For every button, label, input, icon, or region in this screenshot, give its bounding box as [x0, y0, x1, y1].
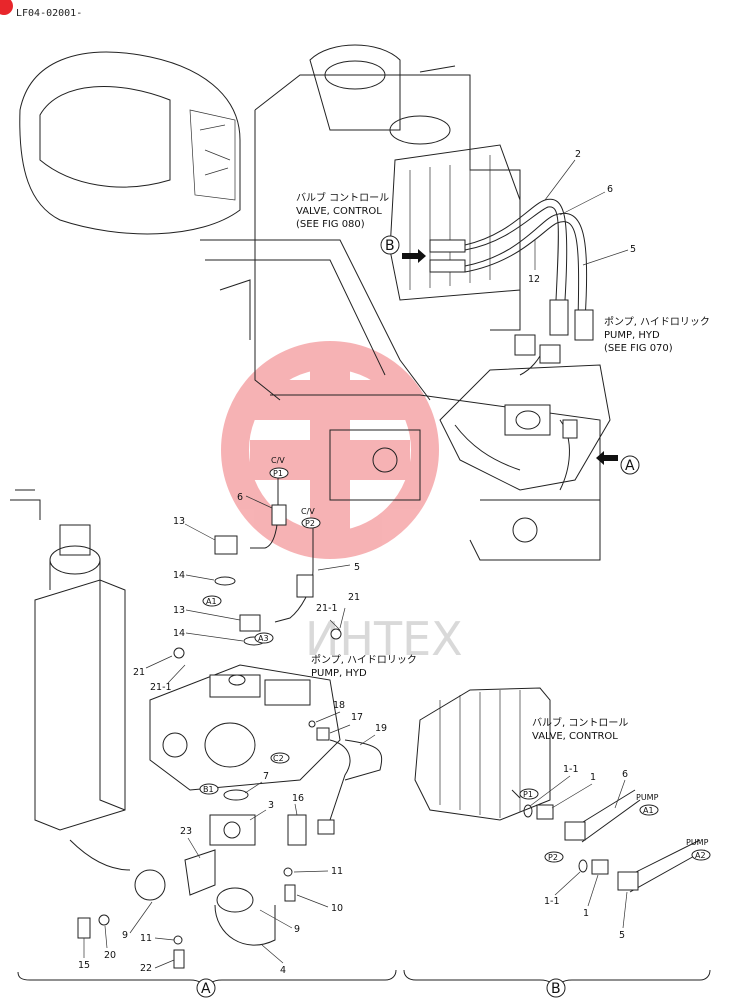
section-b-letter: B	[551, 981, 561, 997]
part-5-lower: 5	[619, 930, 625, 941]
machine-frame	[200, 44, 601, 561]
part-6-top: 6	[607, 184, 613, 195]
part-21-1-right: 21-1	[316, 603, 338, 614]
port-a1: A1	[206, 597, 217, 606]
valve-label-en-2: VALVE, CONTROL	[532, 731, 618, 742]
valve-see-fig: (SEE FIG 080)	[296, 219, 365, 230]
cab-outline	[19, 51, 241, 235]
part-22: 22	[140, 963, 152, 974]
port-a2b-tag	[691, 849, 711, 861]
pump-exploded	[149, 664, 341, 791]
port-p2-tag	[301, 517, 321, 529]
pump-label-jp: ポンプ, ハイドロリック	[604, 316, 710, 328]
control-valve-upper	[389, 144, 521, 301]
part-5-left: 5	[354, 562, 360, 573]
port-b1: B1	[203, 785, 214, 794]
part-4: 4	[280, 965, 286, 976]
pump-label-1: PUMP	[636, 793, 659, 802]
section-a-letter: A	[201, 981, 211, 997]
arrow-a-icon	[596, 451, 618, 465]
pump-label-en: PUMP, HYD	[604, 330, 660, 341]
valve-label-jp-2: バルブ, コントロール	[532, 716, 628, 729]
view-a-marker	[620, 455, 640, 475]
arrow-b-icon	[402, 249, 426, 263]
port-p1-tag	[269, 467, 289, 479]
view-b-marker	[380, 235, 400, 255]
part-21-left: 21	[133, 667, 145, 678]
part-18: 18	[333, 700, 345, 711]
corner-marker	[0, 0, 13, 15]
pump-label-2: PUMP	[686, 838, 709, 847]
part-15: 15	[78, 960, 90, 971]
part-21-1-left: 21-1	[150, 682, 172, 693]
section-b-marker	[546, 978, 566, 998]
pump-upper	[439, 364, 611, 491]
cv-label-2: C/V	[301, 507, 315, 516]
part-11-right: 11	[331, 866, 343, 877]
port-p2b-tag	[544, 851, 564, 863]
pump-label-en-2: PUMP, HYD	[311, 668, 367, 679]
port-c2-tag	[270, 752, 290, 764]
part-21-right: 21	[348, 592, 360, 603]
part-10: 10	[331, 903, 343, 914]
part-19: 19	[375, 723, 387, 734]
hydraulic-tank	[10, 489, 131, 871]
part-20: 20	[104, 950, 116, 961]
view-b-letter: B	[385, 238, 395, 254]
port-a3: A3	[258, 634, 269, 643]
part-14-upper: 14	[173, 570, 185, 581]
part-23: 23	[180, 826, 192, 837]
port-a2b: A2	[695, 851, 706, 860]
part-6-lower: 6	[622, 769, 628, 780]
port-p1: P1	[273, 469, 283, 478]
pump-label-jp-2: ポンプ, ハイドロリック	[311, 654, 417, 666]
part-6-left: 6	[237, 492, 243, 503]
part-17: 17	[351, 712, 363, 723]
port-p1b: P1	[523, 790, 533, 799]
view-a-letter: A	[625, 458, 635, 474]
port-p2: P2	[305, 519, 315, 528]
part-9-left: 9	[122, 930, 128, 941]
part-2-top: 2	[575, 149, 581, 160]
port-c2: C2	[273, 754, 284, 763]
port-b1-tag	[199, 783, 219, 795]
part-13-upper: 13	[173, 516, 185, 527]
port-p2b: P2	[548, 853, 558, 862]
part-14-lower: 14	[173, 628, 185, 639]
port-a1-tag	[202, 595, 222, 607]
valve-label-jp: バルブ コントロール	[296, 191, 389, 204]
exploded-fittings	[77, 470, 383, 969]
part-1-1-lower: 1-1	[544, 896, 560, 907]
cv-label-1: C/V	[271, 456, 285, 465]
port-p1b-tag	[519, 788, 539, 800]
doc-code: LF04-02001-	[16, 8, 82, 19]
pump-see-fig: (SEE FIG 070)	[604, 343, 673, 354]
part-13-lower: 13	[173, 605, 185, 616]
valve-label-en: VALVE, CONTROL	[296, 206, 382, 217]
hoses-upper	[464, 198, 594, 376]
part-11-left: 11	[140, 933, 152, 944]
part-5-top: 5	[630, 244, 636, 255]
part-1-1-upper: 1-1	[563, 764, 579, 775]
port-a1b: A1	[643, 806, 654, 815]
part-7: 7	[263, 771, 269, 782]
part-12: 12	[528, 274, 540, 285]
part-1-upper: 1	[590, 772, 596, 783]
part-3: 3	[268, 800, 274, 811]
part-1-lower: 1	[583, 908, 589, 919]
port-a3-tag	[254, 632, 274, 644]
part-16: 16	[292, 793, 304, 804]
section-a-marker	[196, 978, 216, 998]
port-a1b-tag	[639, 804, 659, 816]
part-9-right: 9	[294, 924, 300, 935]
